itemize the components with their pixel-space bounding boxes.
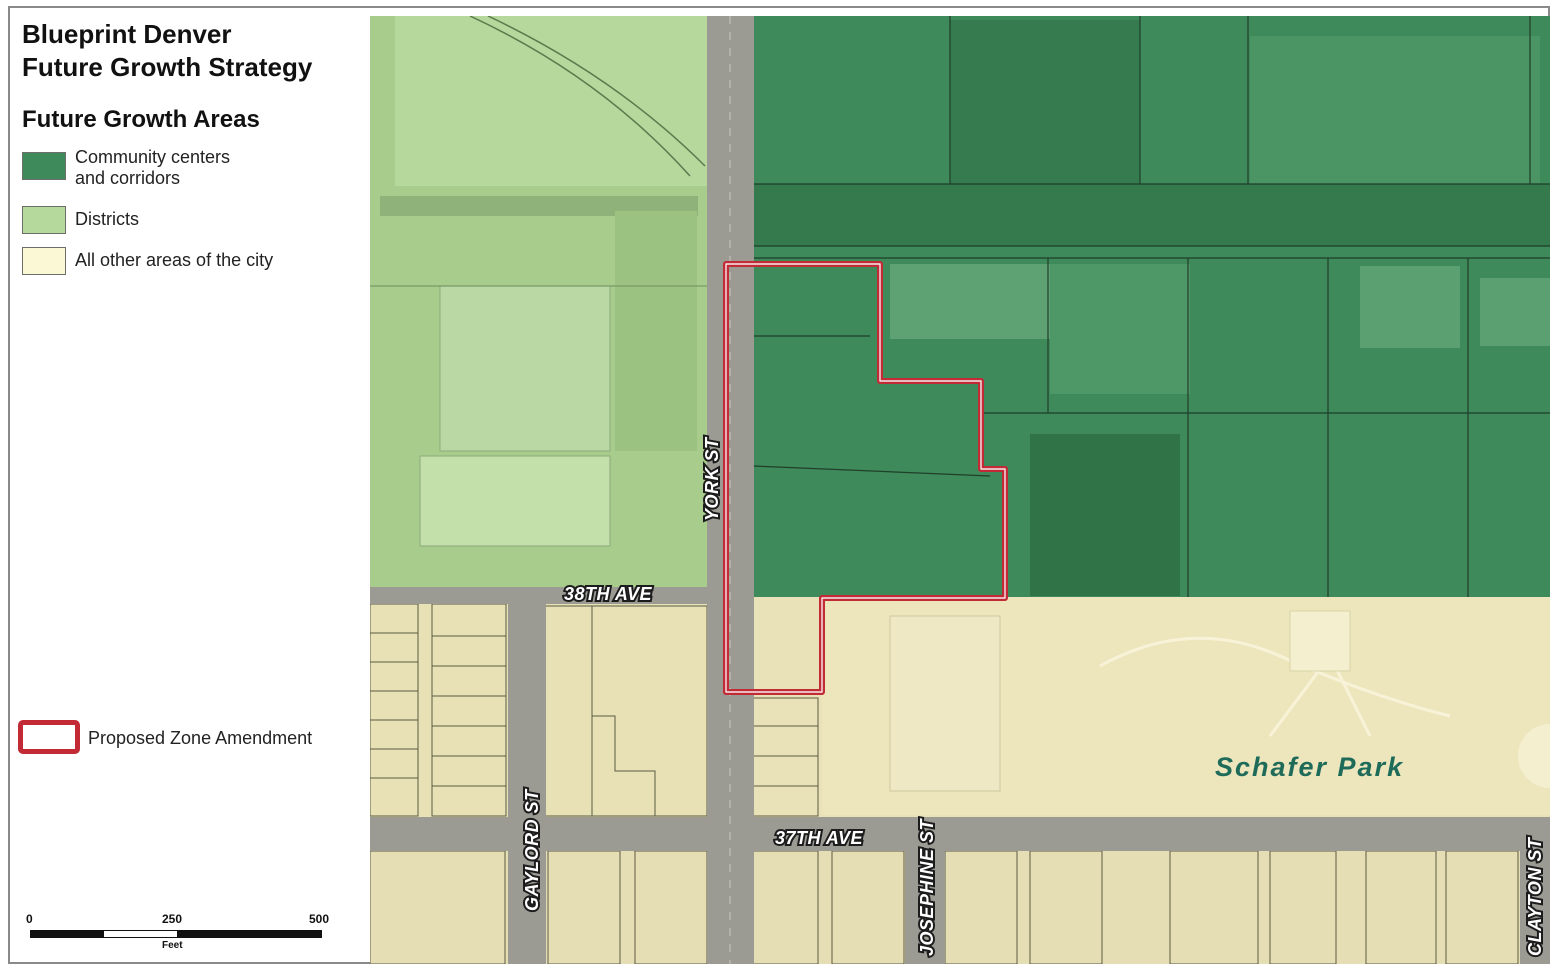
parcel-lines: [753, 16, 1550, 597]
park-path: [1099, 636, 1451, 718]
map-canvas[interactable]: YORK ST 38TH AVE 37TH AVE GAYLORD ST JOS…: [370, 16, 1550, 964]
schafer-park-label: Schafer Park: [1215, 752, 1404, 782]
map-svg[interactable]: YORK ST 38TH AVE 37TH AVE GAYLORD ST JOS…: [370, 16, 1550, 964]
scale-tick-0: 0: [26, 912, 33, 926]
scale-unit: Feet: [162, 940, 183, 951]
tennis-court: [1289, 610, 1351, 672]
gaylord-street-label: GAYLORD ST: [522, 788, 542, 911]
37th-avenue: [370, 817, 1550, 851]
school-grounds: [889, 615, 1001, 792]
rail-corridor: [754, 184, 1550, 246]
scale-bar-graphic: [30, 930, 322, 938]
warehouse-roof: [439, 285, 611, 452]
industrial-lot: [615, 211, 697, 451]
josephine-street-label: JOSEPHINE ST: [917, 817, 937, 956]
legend-section-title: Future Growth Areas: [22, 106, 260, 133]
roof-2: [1050, 264, 1190, 394]
legend-label-community-centers: Community centers and corridors: [75, 147, 231, 188]
legend-label-other-areas: All other areas of the city: [75, 250, 274, 270]
legend-label-districts: Districts: [75, 209, 139, 229]
parcel-dark-2: [1250, 36, 1540, 186]
warehouse-roof-2: [419, 455, 611, 547]
josephine-street: [905, 817, 945, 964]
parcel-dark-1: [950, 20, 1140, 184]
ball-field: [1518, 724, 1550, 788]
roof-5: [1480, 278, 1550, 346]
38th-avenue-label: 38TH AVE: [564, 584, 653, 604]
clayton-street-label: CLAYTON ST: [1525, 836, 1545, 956]
legend-swatch-community-centers: [22, 152, 66, 180]
legend-title: Blueprint Denver Future Growth Strategy: [22, 19, 313, 82]
38th-avenue: [370, 587, 754, 604]
legend-label-zone-amendment: Proposed Zone Amendment: [88, 728, 313, 748]
york-street-label: YORK ST: [702, 436, 722, 521]
clayton-street: [1520, 817, 1550, 964]
rail-yard-parcel: [395, 16, 707, 186]
roof-3: [1360, 266, 1460, 348]
legend-swatch-districts: [22, 206, 66, 234]
roof-1: [890, 264, 1050, 339]
scale-tick-500: 500: [309, 912, 330, 926]
legend-swatch-zone-amendment: [18, 720, 80, 754]
south-blocks: [370, 838, 1550, 964]
rail-line-1: [469, 16, 691, 177]
gaylord-street: [508, 604, 546, 964]
scale-tick-250: 250: [162, 912, 183, 926]
legend-swatch-other-areas: [22, 247, 66, 275]
legend-panel: Blueprint Denver Future Growth Strategy …: [10, 8, 362, 962]
roof-4: [1030, 434, 1180, 596]
37th-avenue-label: 37TH AVE: [775, 828, 864, 848]
rail-line-2: [487, 16, 706, 167]
